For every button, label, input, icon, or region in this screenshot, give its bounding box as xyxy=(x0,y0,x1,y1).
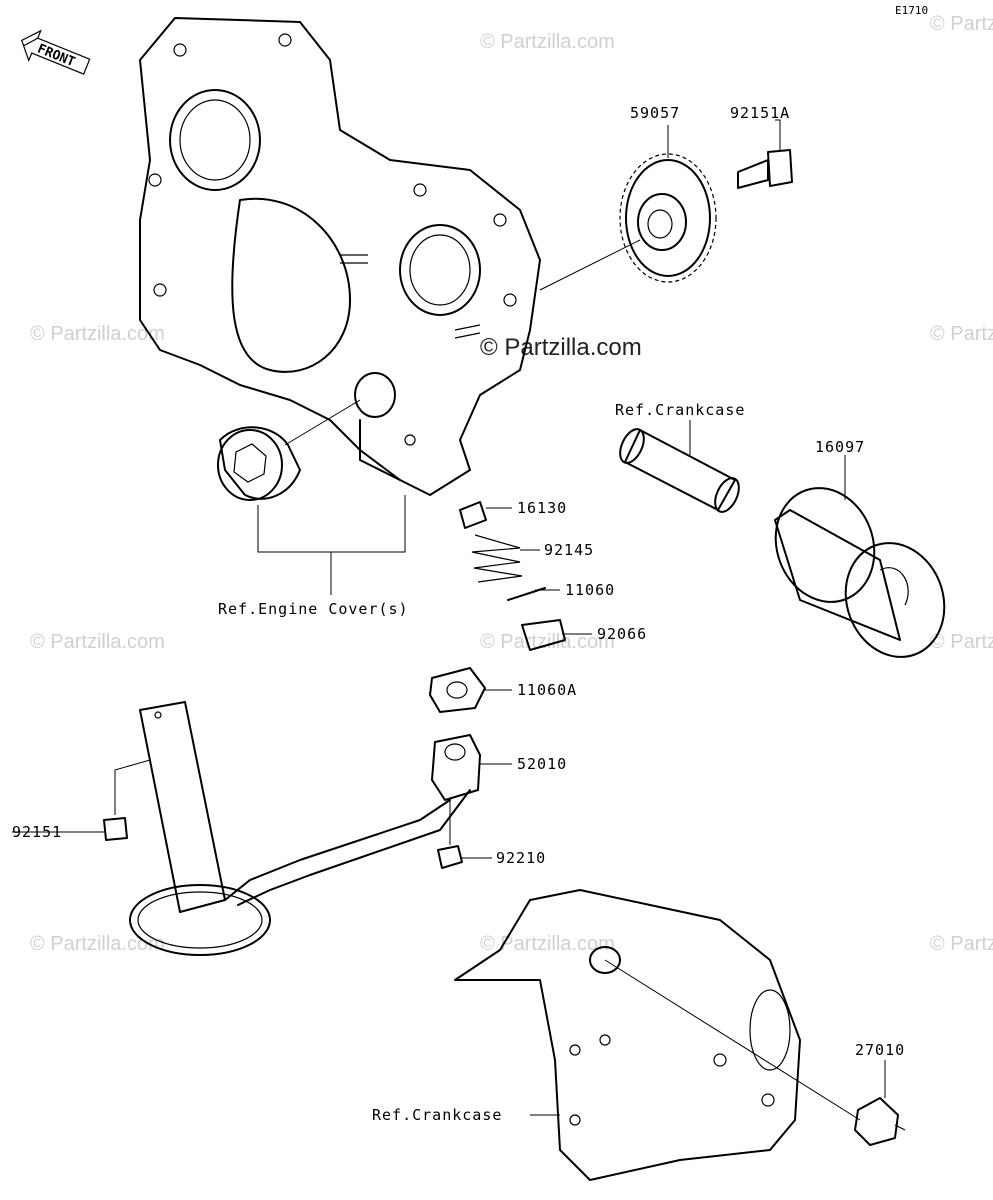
crankcase-drawing xyxy=(454,889,861,1181)
gasket-11060a-drawing xyxy=(429,667,512,713)
watermark-text: © Partzilla.com xyxy=(480,31,615,53)
part-label-11060a[interactable]: 11060A xyxy=(517,681,577,699)
part-label-92210[interactable]: 92210 xyxy=(496,849,546,867)
diagram-code: E1710 xyxy=(895,4,928,17)
bolt-92151a-drawing xyxy=(737,119,793,189)
part-label-ref-crankcase-bottom[interactable]: Ref.Crankcase xyxy=(372,1106,502,1124)
part-label-27010[interactable]: 27010 xyxy=(855,1041,905,1059)
oil-filter-drawing xyxy=(774,455,946,658)
part-label-16097[interactable]: 16097 xyxy=(815,438,865,456)
watermark-text: © Partzilla.com xyxy=(30,933,165,955)
nut-92210-drawing xyxy=(437,800,492,869)
watermark-text: © Partzilla.com xyxy=(480,933,615,955)
part-label-11060[interactable]: 11060 xyxy=(565,581,615,599)
part-label-92145[interactable]: 92145 xyxy=(544,541,594,559)
watermark-text: © Partzilla.com xyxy=(480,631,615,653)
strainer-bracket-drawing xyxy=(72,701,226,913)
watermark-text: © Partzilla.com xyxy=(930,323,993,345)
part-label-92066[interactable]: 92066 xyxy=(597,625,647,643)
part-label-16130[interactable]: 16130 xyxy=(517,499,567,517)
watermarks: © Partzilla.com © Partzilla.com © Partzi… xyxy=(30,13,993,955)
engine-cover-drawing xyxy=(139,17,541,496)
part-labels: 59057 92151A Ref.Crankcase 16097 16130 9… xyxy=(12,104,905,1124)
drain-plug-drawing xyxy=(854,1060,906,1146)
watermark-text: © Partzilla.com xyxy=(30,323,165,345)
watermark-text: © Partzilla.com xyxy=(930,13,993,35)
part-label-59057[interactable]: 59057 xyxy=(630,104,680,122)
watermark-text: © Partzilla.com xyxy=(930,631,993,653)
oil-pump-rotor-drawing xyxy=(217,426,301,501)
gear-59057-drawing xyxy=(539,153,717,291)
crankcase-pipe-drawing xyxy=(619,420,740,513)
engine-cover-bracket xyxy=(257,399,406,595)
part-label-52010[interactable]: 52010 xyxy=(517,755,567,773)
label-leaders xyxy=(12,125,669,833)
part-label-ref-crankcase-top[interactable]: Ref.Crankcase xyxy=(615,401,745,419)
oil-strainer-drawing xyxy=(129,734,512,956)
relief-valve-drawing xyxy=(459,501,592,651)
center-watermark: © Partzilla.com xyxy=(480,334,642,361)
part-label-ref-engine-cover[interactable]: Ref.Engine Cover(s) xyxy=(218,600,409,618)
watermark-text: © Partzilla.com xyxy=(930,933,993,955)
part-label-92151a[interactable]: 92151A xyxy=(730,104,790,122)
front-arrow-icon: FRONT xyxy=(21,29,91,75)
watermark-text: © Partzilla.com xyxy=(30,631,165,653)
